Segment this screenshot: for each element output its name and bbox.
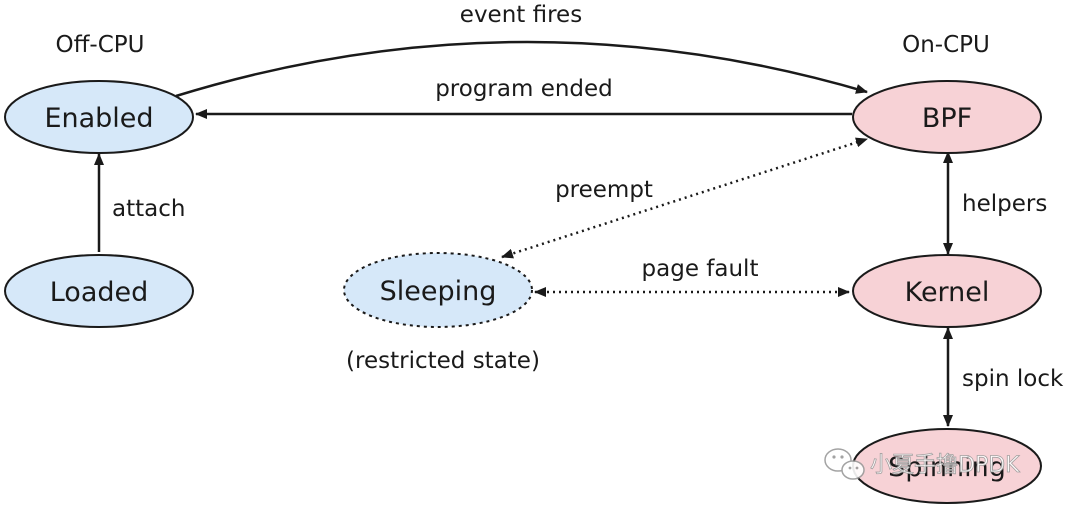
node-bpf: BPF xyxy=(852,80,1042,154)
watermark-text: 小夏手撸DPDK xyxy=(870,453,1020,478)
helpers-label: helpers xyxy=(962,191,1047,217)
node-sleeping: Sleeping xyxy=(343,252,533,328)
node-bpf-label: BPF xyxy=(922,103,972,134)
on-cpu-label: On-CPU xyxy=(902,32,990,58)
page-fault-label: page fault xyxy=(642,256,759,282)
node-loaded: Loaded xyxy=(4,254,194,328)
node-sleeping-label: Sleeping xyxy=(380,276,497,307)
off-cpu-label: Off-CPU xyxy=(55,32,144,58)
node-loaded-label: Loaded xyxy=(50,277,149,308)
attach-label: attach xyxy=(112,196,185,222)
watermark: 小夏手撸DPDK xyxy=(824,448,1021,480)
event-fires-label: event fires xyxy=(460,2,582,28)
node-enabled-label: Enabled xyxy=(44,103,153,134)
node-enabled: Enabled xyxy=(4,80,194,154)
program-ended-label: program ended xyxy=(435,76,613,102)
event-fires-arrow xyxy=(175,40,868,98)
node-kernel-label: Kernel xyxy=(905,277,990,308)
spin-lock-label: spin lock xyxy=(962,366,1064,392)
restricted-state-note: (restricted state) xyxy=(346,348,540,374)
node-spinning-label: Spinning xyxy=(888,452,1006,483)
preempt-arrow xyxy=(501,137,868,259)
node-spinning: Spinning xyxy=(852,428,1042,504)
wechat-icon xyxy=(824,448,865,480)
preempt-label: preempt xyxy=(555,177,653,203)
node-kernel: Kernel xyxy=(852,254,1042,328)
